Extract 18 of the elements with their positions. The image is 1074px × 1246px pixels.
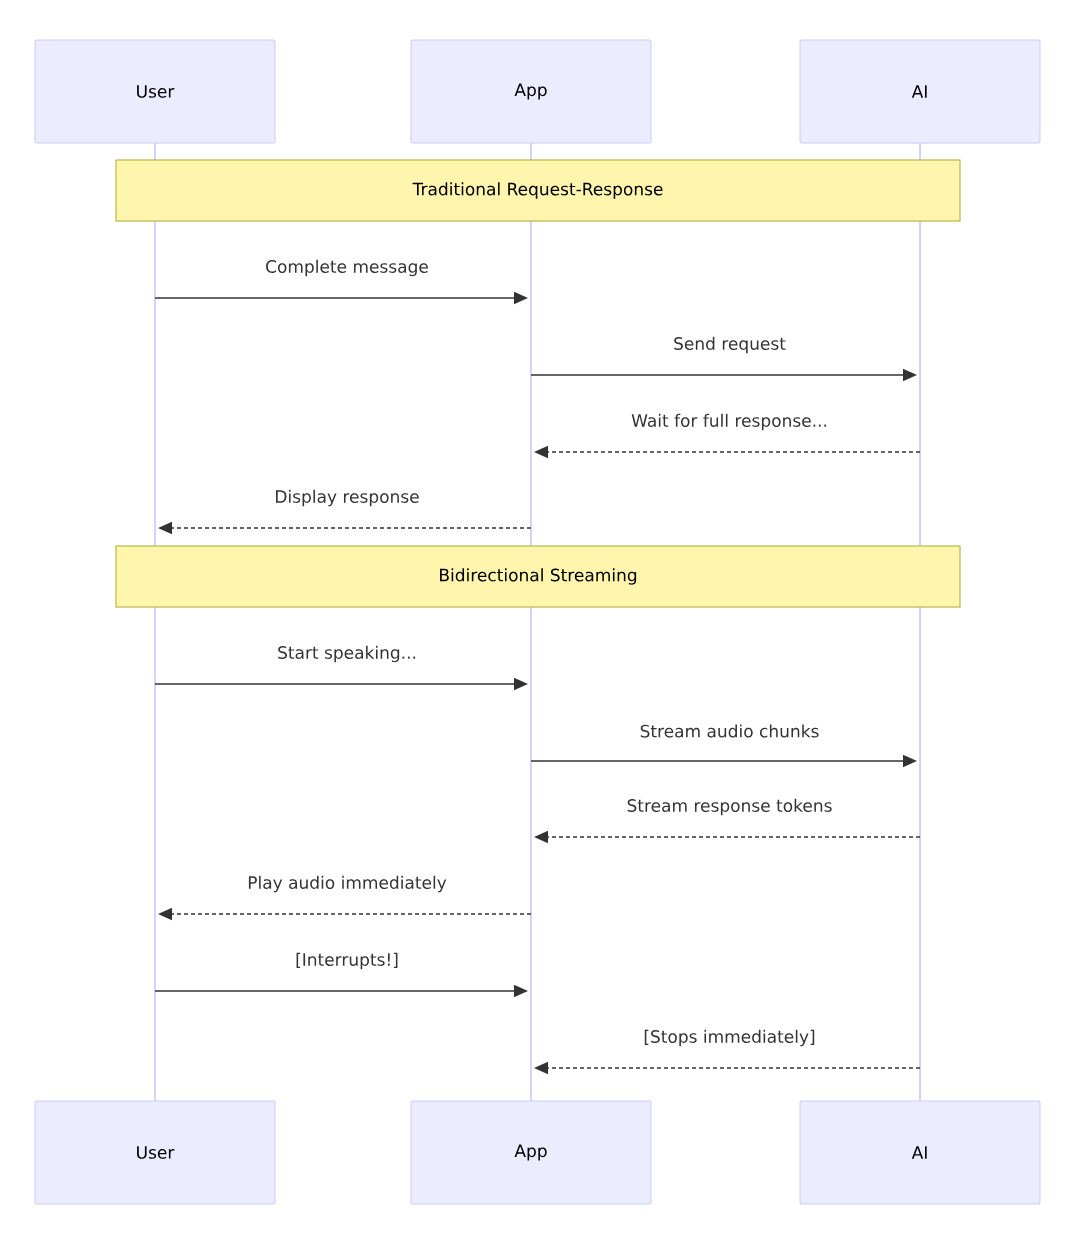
edge-label: [Interrupts!] bbox=[294, 951, 400, 971]
actor-box: AI bbox=[799, 39, 1041, 144]
edge-label: Wait for full response... bbox=[630, 412, 829, 432]
edge-label: Start speaking... bbox=[276, 644, 418, 664]
actor-box: App bbox=[410, 1100, 652, 1205]
actor-box: User bbox=[34, 39, 276, 144]
actor-box: App bbox=[410, 39, 652, 144]
note-band: Traditional Request-Response bbox=[115, 159, 961, 222]
edge-label: [Stops immediately] bbox=[642, 1028, 817, 1048]
edge-label: Display response bbox=[273, 488, 421, 508]
actor-box: AI bbox=[799, 1100, 1041, 1205]
actor-box: User bbox=[34, 1100, 276, 1205]
edge-label: Complete message bbox=[264, 258, 430, 278]
edge-label: Stream response tokens bbox=[625, 797, 834, 817]
edge-label: Play audio immediately bbox=[246, 874, 448, 894]
note-band: Bidirectional Streaming bbox=[115, 545, 961, 608]
edge-label: Stream audio chunks bbox=[638, 723, 821, 739]
edge-label: Send request bbox=[672, 335, 787, 355]
